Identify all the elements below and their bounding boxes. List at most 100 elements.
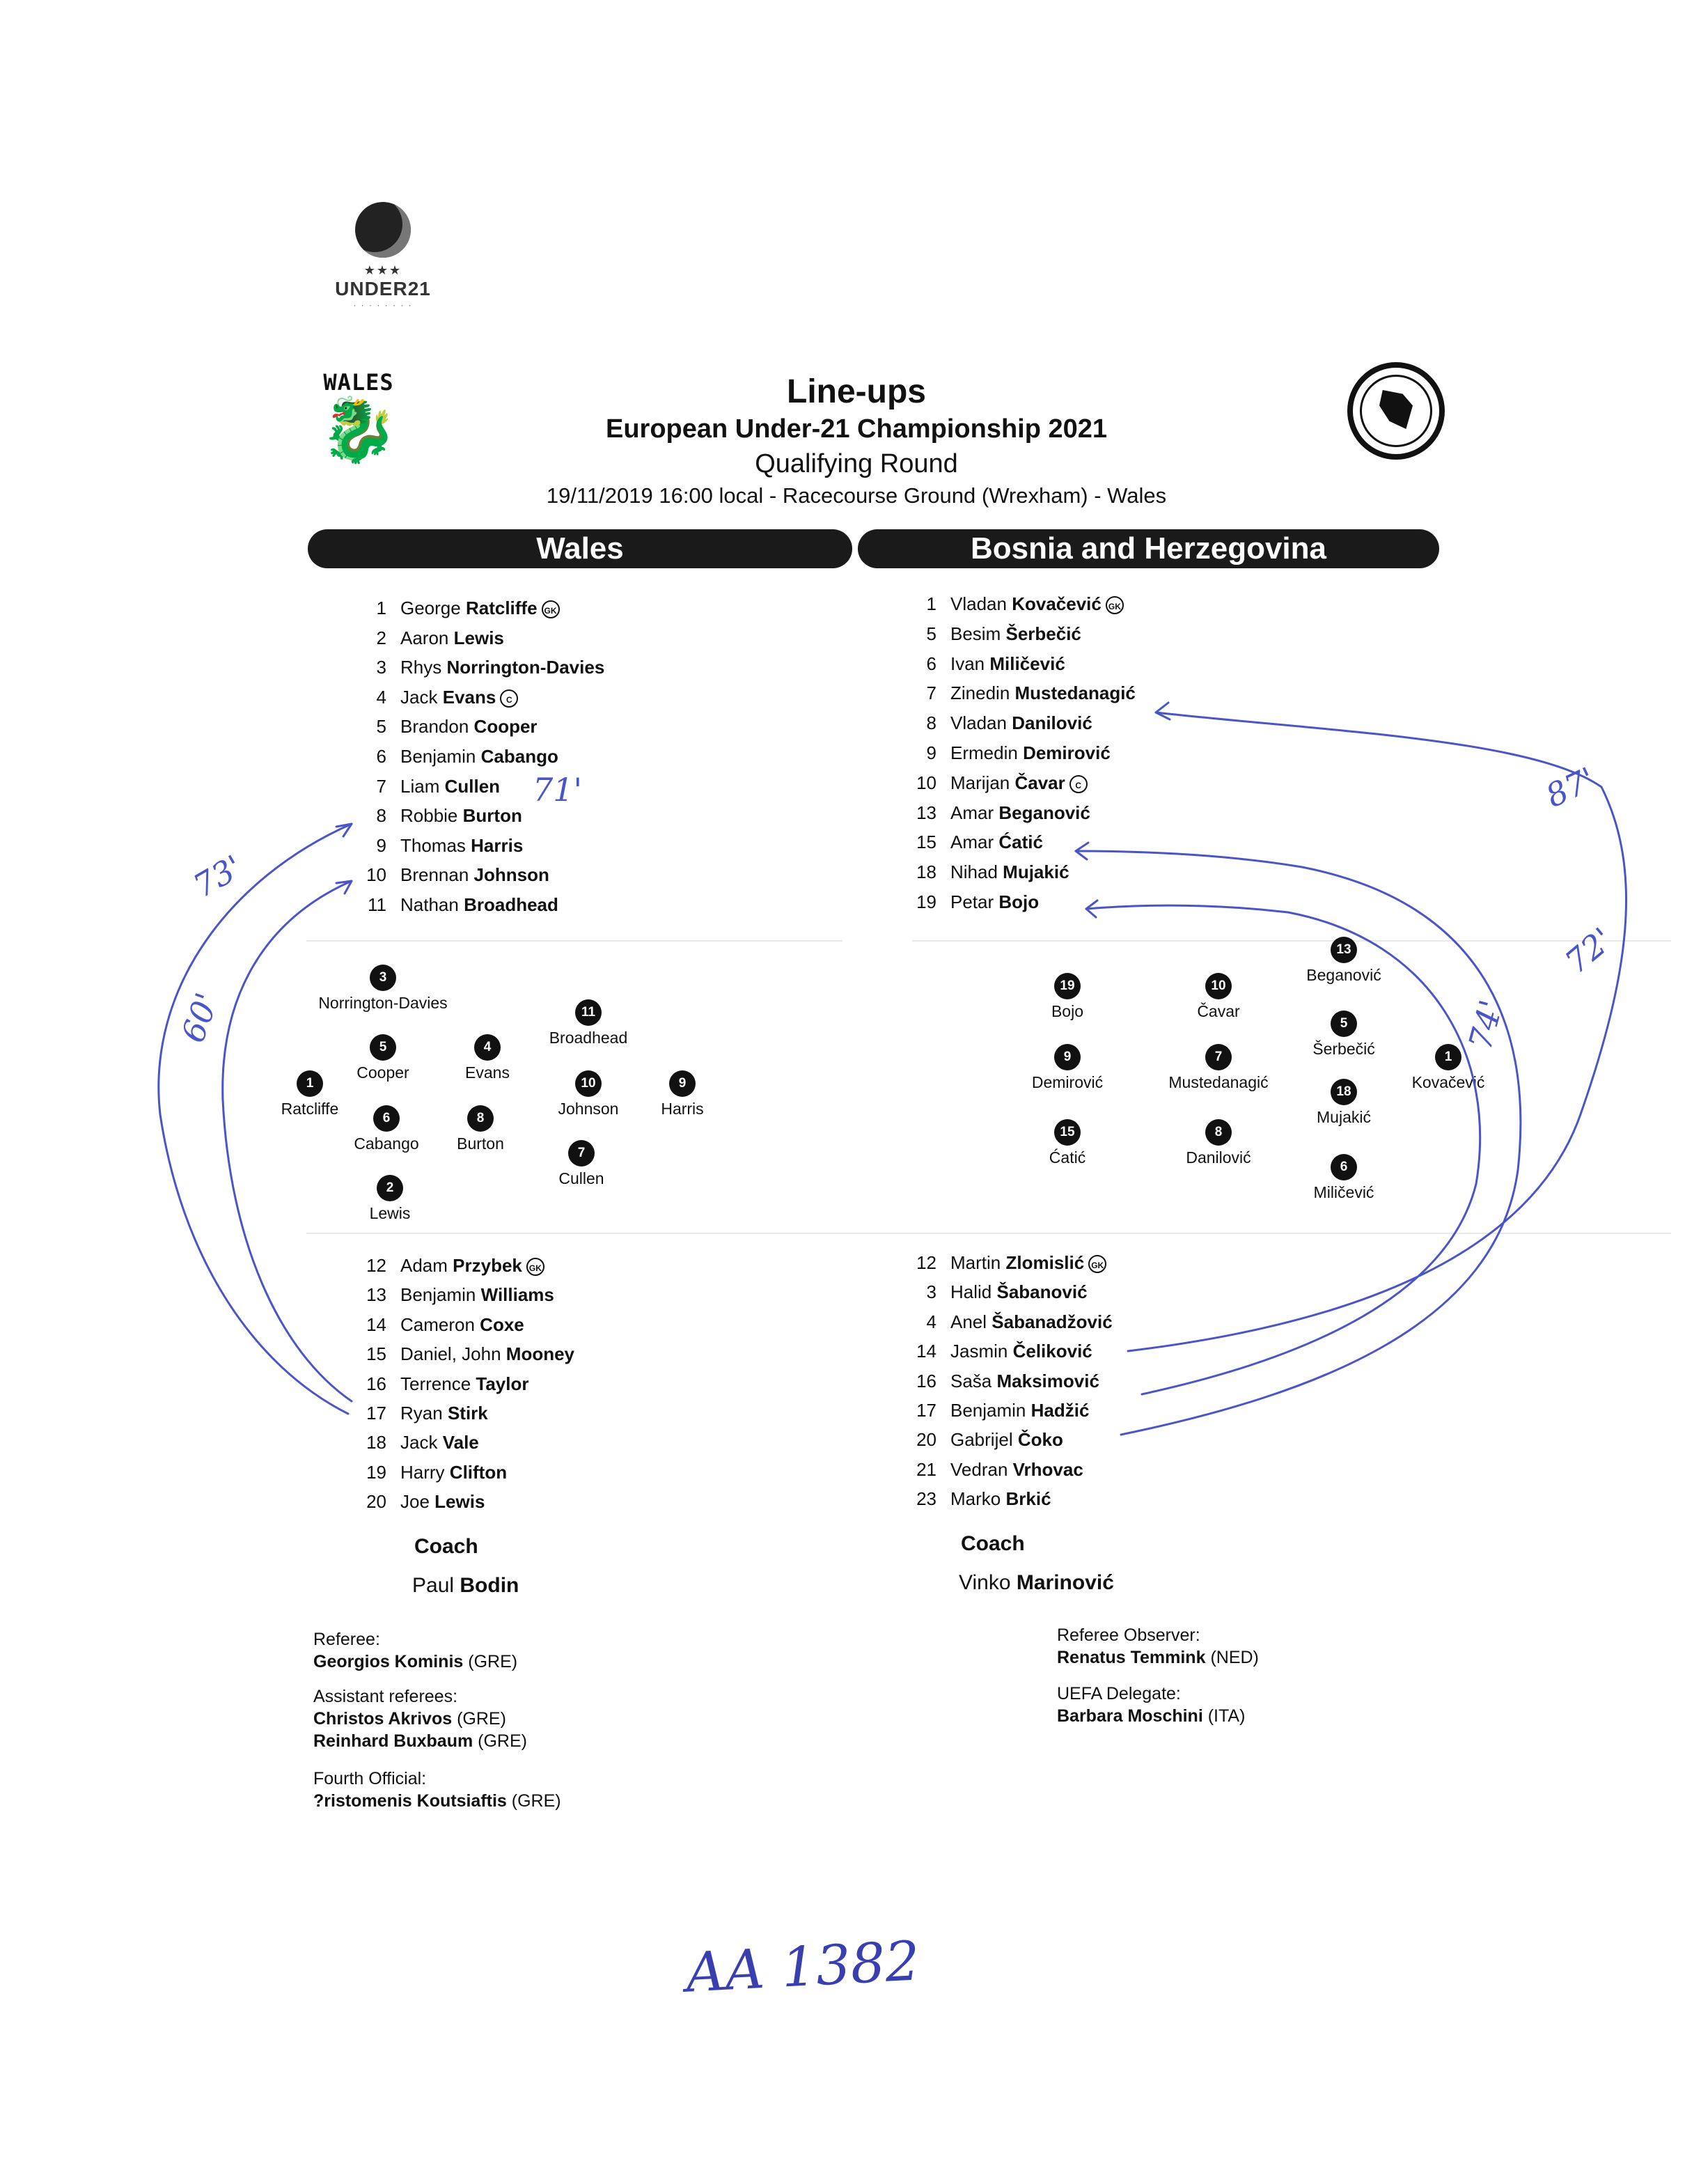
away-team-bar: Bosnia and Herzegovina — [858, 529, 1439, 568]
player-first-name: Jasmin — [950, 1341, 1008, 1362]
player-name: Gabrijel Čoko — [950, 1429, 1063, 1451]
delegate-name: Barbara Moschini — [1057, 1706, 1203, 1726]
player-last-name: Taylor — [476, 1373, 529, 1394]
formation-player-name: Mustedanagić — [1168, 1073, 1269, 1091]
player-last-name: Hadžić — [1030, 1400, 1090, 1421]
formation-player-name: Demirović — [1031, 1073, 1104, 1091]
formation-player-name: Cooper — [356, 1063, 409, 1082]
formation-player-name: Cullen — [558, 1169, 604, 1187]
player-first-name: Halid — [950, 1281, 992, 1303]
player-last-name: Stirk — [447, 1403, 488, 1424]
shirt-number-icon: 4 — [474, 1034, 501, 1061]
player-first-name: Besim — [950, 623, 1001, 644]
player-first-name: Ryan — [400, 1403, 443, 1424]
uefa-under21-logo: ★★★ UNDER21 · · · · · · · · — [327, 202, 439, 320]
player-last-name: Johnson — [473, 864, 549, 886]
shirt-number-icon: 7 — [1205, 1044, 1232, 1070]
referee-nat: (GRE) — [468, 1652, 518, 1671]
player-name: Ryan Stirk — [400, 1403, 488, 1424]
player-last-name: Mooney — [505, 1343, 575, 1365]
player-first-name: Nathan — [400, 894, 459, 915]
uefa-logo-sub: · · · · · · · · — [353, 300, 413, 310]
round-name: Qualifying Round — [755, 449, 958, 478]
player-number: 4 — [376, 686, 386, 708]
fourth-official-name: ?ristomenis Koutsiaftis — [313, 1791, 507, 1811]
player-number: 8 — [926, 712, 936, 734]
player-number: 5 — [926, 623, 936, 644]
shirt-number-icon: 18 — [1331, 1079, 1357, 1105]
player-name: Petar Bojo — [950, 891, 1039, 913]
goalkeeper-badge-icon: GK — [526, 1258, 544, 1277]
formation-player-name: Ćatić — [1049, 1148, 1086, 1167]
competition-name: European Under-21 Championship 2021 — [605, 414, 1108, 444]
formation-player-name: Mujakić — [1317, 1108, 1371, 1126]
player-name: Brandon Cooper — [400, 716, 538, 738]
delegate-nat: (ITA) — [1207, 1706, 1246, 1726]
title-block: Line-ups European Under-21 Championship … — [446, 373, 1267, 510]
player-number: 12 — [916, 1252, 936, 1273]
player-first-name: Rhys — [400, 657, 442, 678]
shirt-number-icon: 1 — [297, 1070, 323, 1097]
player-number: 19 — [366, 1461, 386, 1483]
player-name: Amar Beganović — [950, 802, 1090, 824]
pitch-line — [306, 1233, 1671, 1234]
player-last-name: Cullen — [444, 775, 501, 797]
player-name: Nihad Mujakić — [950, 861, 1069, 883]
sub-arrow-away-3-head — [1085, 899, 1099, 919]
player-number: 3 — [926, 1281, 936, 1303]
player-last-name: Williams — [480, 1284, 554, 1306]
player-number: 16 — [366, 1373, 386, 1394]
shirt-number-icon: 11 — [575, 999, 602, 1026]
player-name: Aaron Lewis — [400, 627, 504, 649]
shirt-number-icon: 19 — [1054, 973, 1081, 999]
player-first-name: Martin — [950, 1252, 1001, 1273]
referee-value: Georgios Kominis (GRE) — [313, 1652, 517, 1672]
player-last-name: Šabanović — [996, 1281, 1088, 1303]
player-name: Harry Clifton — [400, 1462, 507, 1483]
player-first-name: Ivan — [950, 653, 985, 674]
player-last-name: Burton — [462, 805, 522, 827]
player-first-name: Vladan — [950, 593, 1007, 614]
player-name: Thomas Harris — [400, 835, 523, 857]
handwritten-note-72: 72' — [1558, 920, 1620, 981]
shirt-number-icon: 7 — [568, 1140, 595, 1167]
wales-crest: WALES 🐉 — [317, 369, 400, 474]
formation-player-name: Danilović — [1186, 1148, 1251, 1167]
away-coach-last: Marinović — [1016, 1571, 1114, 1594]
player-number: 9 — [926, 742, 936, 763]
shirt-number-icon: 1 — [1435, 1044, 1461, 1070]
player-number: 6 — [376, 746, 386, 767]
player-number: 10 — [366, 864, 386, 886]
handwritten-note-60: 60' — [174, 988, 226, 1047]
player-first-name: Zinedin — [950, 682, 1010, 704]
player-number: 18 — [916, 861, 936, 883]
player-first-name: Liam — [400, 775, 440, 797]
player-first-name: Ermedin — [950, 742, 1018, 763]
assistants-label: Assistant referees: — [313, 1687, 458, 1706]
player-last-name: Zlomislić — [1005, 1252, 1085, 1273]
player-first-name: Cameron — [400, 1313, 475, 1335]
sub-arrow-home-2-head — [335, 880, 353, 895]
player-name: Benjamin Hadžić — [950, 1400, 1089, 1421]
player-name: Vladan Danilović — [950, 712, 1092, 734]
player-first-name: Vedran — [950, 1458, 1008, 1480]
player-last-name: Čavar — [1014, 772, 1065, 793]
player-last-name: Ratcliffe — [465, 598, 538, 618]
player-name: Anel Šabanadžović — [950, 1311, 1113, 1333]
player-name: Joe Lewis — [400, 1491, 485, 1513]
shirt-number-icon: 9 — [669, 1070, 696, 1097]
player-first-name: Saša — [950, 1370, 992, 1391]
player-name: Terrence Taylor — [400, 1373, 529, 1395]
formation-player-name: Čavar — [1197, 1002, 1240, 1020]
player-last-name: Čoko — [1017, 1429, 1063, 1451]
player-name: Nathan Broadhead — [400, 894, 558, 916]
player-number: 23 — [916, 1488, 936, 1510]
player-number: 18 — [366, 1432, 386, 1453]
player-last-name: Bojo — [998, 891, 1040, 912]
